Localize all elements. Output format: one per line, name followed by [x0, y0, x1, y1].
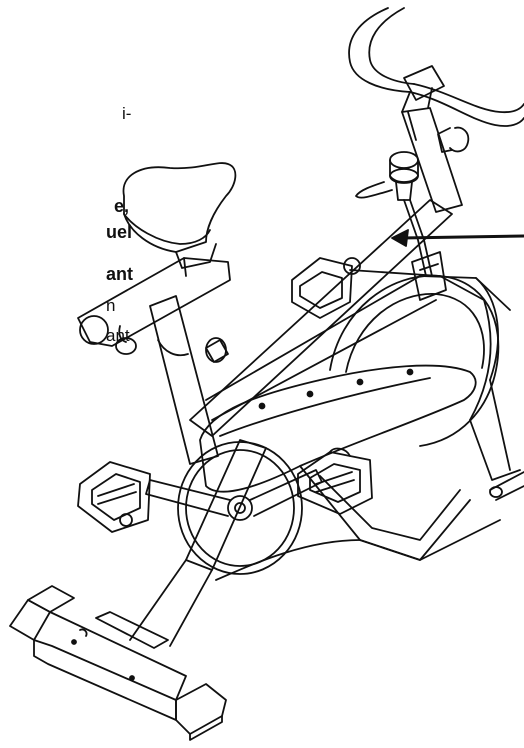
upper-pedal [291, 251, 447, 319]
seat [122, 162, 237, 269]
text-fragment-2: e, [114, 196, 130, 216]
text-fragment-4: ant [106, 264, 133, 284]
seat-rail [77, 257, 231, 355]
text-fragment-5: n [106, 296, 116, 315]
main-frame [189, 199, 521, 481]
text-fragment-1: i- [122, 104, 132, 123]
chain-cover [199, 364, 477, 493]
left-pedal [77, 461, 151, 533]
handlebar [348, 7, 524, 153]
handlebar-post [401, 107, 463, 213]
front-stabilizer [9, 585, 227, 741]
right-pedal [297, 447, 373, 515]
callout-arrow [391, 229, 524, 247]
rear-stabilizer [489, 471, 524, 501]
seat-post [149, 295, 229, 465]
text-fragment-3: uel [106, 222, 133, 242]
crank-arms [145, 469, 323, 517]
